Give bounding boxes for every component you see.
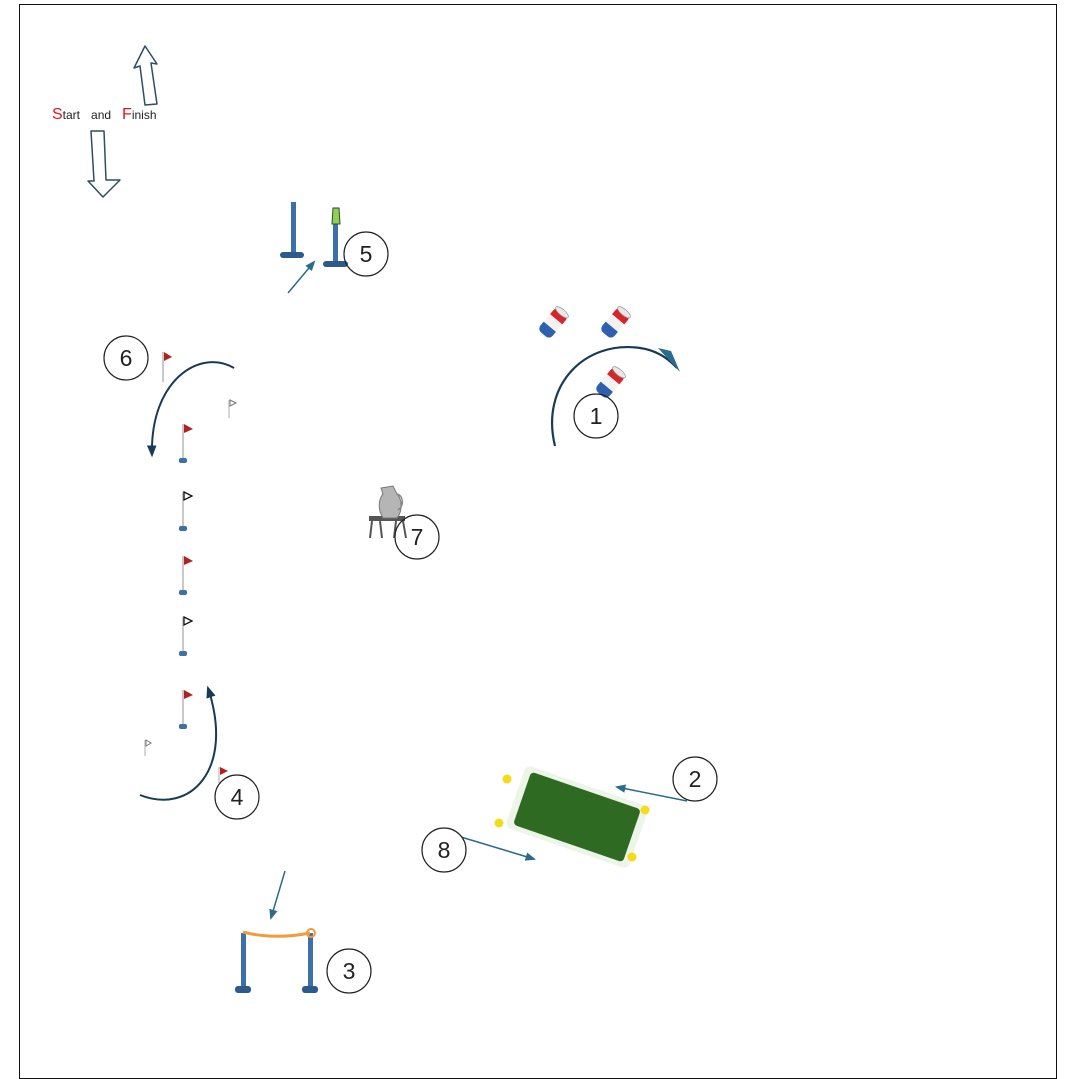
svg-text:3: 3 (343, 958, 356, 984)
svg-text:1: 1 (590, 403, 603, 429)
obstacle-6-flag-slalom (152, 352, 236, 729)
start-finish-up-arrow-icon (134, 46, 157, 105)
obstacle-number-1: 1 (574, 394, 618, 438)
svg-text:8: 8 (438, 837, 451, 863)
obstacle-3-rope-gate (235, 871, 318, 993)
obstacle-2-green-mat (495, 765, 688, 870)
svg-text:4: 4 (231, 784, 244, 810)
obstacle-5-poles (280, 202, 348, 293)
svg-text:7: 7 (411, 524, 424, 550)
svg-text:2: 2 (689, 766, 702, 792)
obstacle-8-approach-arrow (461, 837, 534, 859)
obstacle-number-5: 5 (344, 232, 388, 276)
obstacle-number-8: 8 (422, 828, 466, 872)
obstacle-number-3: 3 (327, 949, 371, 993)
svg-text:5: 5 (360, 241, 373, 267)
obstacle-number-7: 7 (395, 515, 439, 559)
obstacle-number-4: 4 (215, 775, 259, 819)
start-finish-down-arrow-icon (88, 131, 120, 197)
svg-text:6: 6 (120, 345, 133, 371)
obstacle-number-2: 2 (673, 757, 717, 801)
obstacle-number-6: 6 (104, 336, 148, 380)
